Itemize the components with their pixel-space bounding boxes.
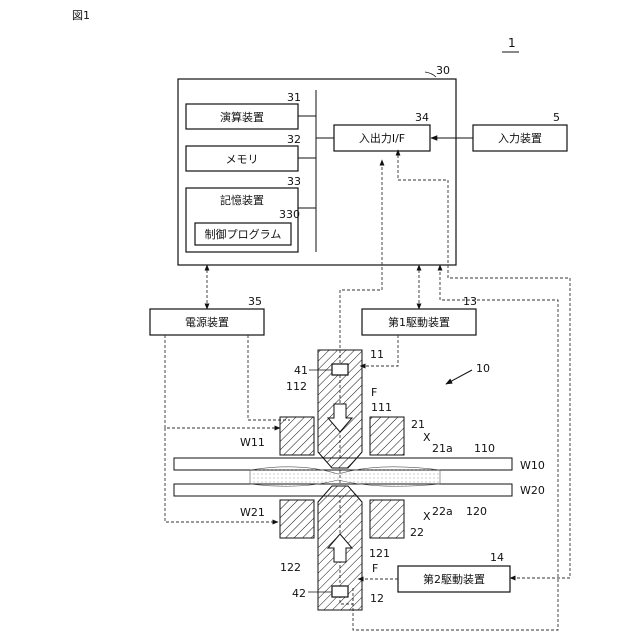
die-21-left <box>280 417 314 455</box>
memory-ref: 32 <box>287 133 301 146</box>
io-label: 入出力I/F <box>359 131 405 145</box>
power-to-die21-line <box>165 335 280 428</box>
storage-label: 記憶装置 <box>220 193 264 207</box>
controller-ref: 30 <box>436 64 450 77</box>
sensor-bottom-ref: 42 <box>292 587 306 600</box>
die-21-right <box>370 417 404 455</box>
input-ref: 5 <box>553 111 560 124</box>
drive2-ref: 14 <box>490 551 504 564</box>
drive2-label: 第2駆動装置 <box>423 572 485 586</box>
drive1-ref: 13 <box>463 295 477 308</box>
tip-top-b-ref: 111 <box>371 401 392 414</box>
sensor-41 <box>332 364 348 375</box>
die-top-ref: 21 <box>411 418 425 431</box>
die-bot-ref: 22 <box>410 526 424 539</box>
rod-top-ref: 11 <box>370 348 384 361</box>
w20-ref: W20 <box>520 484 545 497</box>
system-ref: 1 <box>508 36 516 50</box>
w21-ref: W21 <box>240 506 265 519</box>
power-to-die21-line-b <box>248 335 290 420</box>
io-ref: 34 <box>415 111 429 124</box>
program-ref: 330 <box>279 208 300 221</box>
weld-bot-ref: 120 <box>466 505 487 518</box>
force-bot-ref: F <box>372 562 378 575</box>
weld-top-ref: 110 <box>474 442 495 455</box>
power-label: 電源装置 <box>185 315 229 329</box>
die-22-right <box>370 500 404 538</box>
drive1-label: 第1駆動装置 <box>388 315 450 329</box>
sensor-top-ref: 41 <box>294 364 308 377</box>
tip-bot-a-ref: 122 <box>280 561 301 574</box>
tip-bot-b-ref: 121 <box>369 547 390 560</box>
tip-top-a-ref: 112 <box>286 380 307 393</box>
apparatus-pointer <box>446 370 472 384</box>
power-ref: 35 <box>248 295 262 308</box>
w11-ref: W11 <box>240 436 265 449</box>
storage-ref: 33 <box>287 175 301 188</box>
compute-label: 演算装置 <box>220 110 264 124</box>
force-top-ref: F <box>371 386 377 399</box>
apparatus-ref: 10 <box>476 362 490 375</box>
input-label: 入力装置 <box>498 132 542 145</box>
compute-ref: 31 <box>287 91 301 104</box>
program-label: 制御プログラム <box>205 227 282 241</box>
w10-ref: W10 <box>520 459 545 472</box>
die-bot-face-ref: 22a <box>432 505 453 518</box>
x-bot-ref: X <box>423 510 431 523</box>
sensor-42 <box>332 586 348 597</box>
die-top-face-ref: 21a <box>432 442 453 455</box>
memory-label: メモリ <box>226 153 259 166</box>
controller-leader <box>425 72 436 77</box>
die-22-left <box>280 500 314 538</box>
figure-label: 図1 <box>72 9 90 22</box>
x-top-ref: X <box>423 431 431 444</box>
rod-bottom-ref: 12 <box>370 592 384 605</box>
